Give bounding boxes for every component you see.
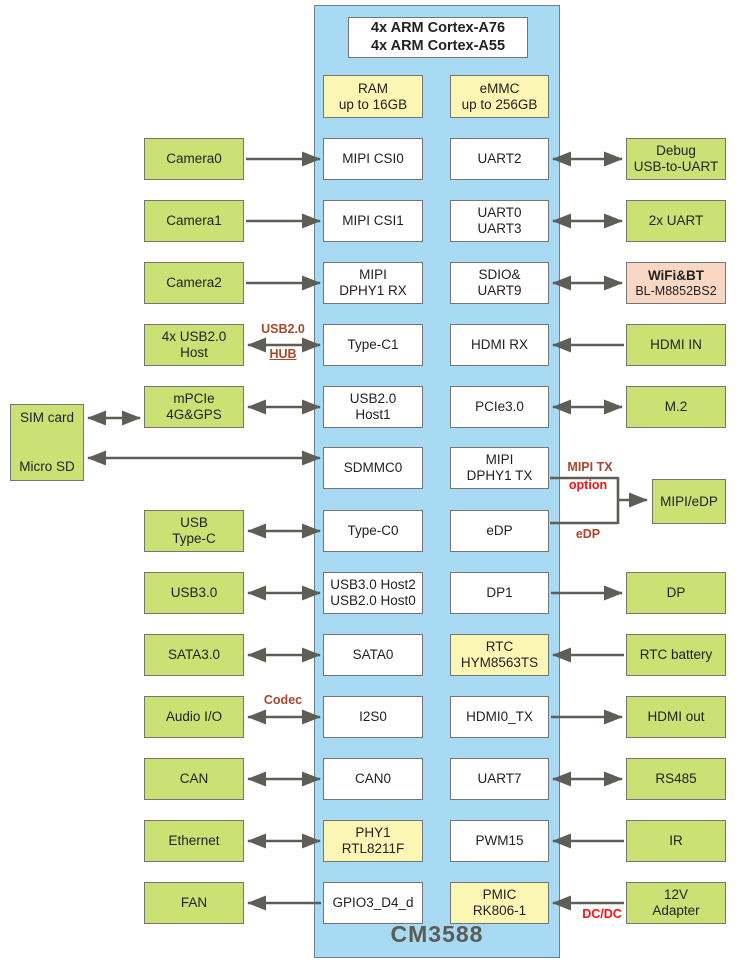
emmc-block: eMMC up to 256GB bbox=[450, 75, 549, 118]
block-mipi-edp: MIPI/eDP bbox=[652, 479, 726, 524]
block-pwm15: PWM15 bbox=[450, 820, 549, 862]
block-dp1: DP1 bbox=[450, 572, 549, 614]
block-uart7: UART7 bbox=[450, 758, 549, 800]
block-rs485: RS485 bbox=[626, 758, 726, 800]
block-hdmi-out: HDMI out bbox=[626, 696, 726, 738]
block-can0: CAN0 bbox=[323, 758, 423, 800]
block-pcie3: PCIe3.0 bbox=[450, 386, 549, 428]
usb2-hub-annotation-line1: USB2.0 bbox=[261, 322, 305, 336]
block-mipi-dphy1-tx: MIPI DPHY1 TX bbox=[450, 447, 549, 489]
block-i2s0: I2S0 bbox=[323, 696, 423, 738]
block-fan: FAN bbox=[144, 882, 244, 924]
block-type-c1: Type-C1 bbox=[323, 324, 423, 366]
block-hdmi0-tx: HDMI0_TX bbox=[450, 696, 549, 738]
micro-sd-label: Micro SD bbox=[19, 459, 75, 475]
block-type-c0: Type-C0 bbox=[323, 510, 423, 552]
option-annotation: option bbox=[568, 478, 608, 492]
block-usb3: USB3.0 bbox=[144, 572, 244, 614]
block-sdmmc0: SDMMC0 bbox=[323, 447, 423, 489]
block-mpcie: mPCIe 4G&GPS bbox=[144, 386, 244, 428]
block-debug-usb-to-uart: Debug USB-to-UART bbox=[626, 138, 726, 180]
block-mipi-csi0: MIPI CSI0 bbox=[323, 138, 423, 180]
edp-annotation: eDP bbox=[575, 527, 601, 541]
block-phy1-rtl8211f: PHY1 RTL8211F bbox=[323, 820, 423, 862]
block-sata0: SATA0 bbox=[323, 634, 423, 676]
usb2-hub-annotation-line2: HUB bbox=[269, 347, 297, 361]
wifi-bt-module-label: BL-M8852BS2 bbox=[635, 283, 717, 298]
block-hdmi-rx: HDMI RX bbox=[450, 324, 549, 366]
block-mipi-csi1: MIPI CSI1 bbox=[323, 200, 423, 242]
mipi-tx-annotation: MIPI TX bbox=[567, 460, 613, 474]
block-dp: DP bbox=[626, 572, 726, 614]
cpu-block: 4x ARM Cortex-A76 4x ARM Cortex-A55 bbox=[348, 17, 528, 58]
block-edp: eDP bbox=[450, 510, 549, 552]
block-can: CAN bbox=[144, 758, 244, 800]
block-ethernet: Ethernet bbox=[144, 820, 244, 862]
block-sdio-uart9: SDIO& UART9 bbox=[450, 262, 549, 304]
wifi-bt-label: WiFi&BT bbox=[647, 267, 705, 283]
block-12v-adapter: 12V Adapter bbox=[626, 882, 726, 924]
block-usb-type-c: USB Type-C bbox=[144, 510, 244, 552]
block-wifi-bt: WiFi&BT BL-M8852BS2 bbox=[626, 262, 726, 304]
block-mipi-dphy1-rx: MIPI DPHY1 RX bbox=[323, 262, 423, 304]
block-2x-uart: 2x UART bbox=[626, 200, 726, 242]
dcdc-annotation: DC/DC bbox=[582, 907, 622, 921]
block-hdmi-in: HDMI IN bbox=[626, 324, 726, 366]
block-uart0-uart3: UART0 UART3 bbox=[450, 200, 549, 242]
block-sata3: SATA3.0 bbox=[144, 634, 244, 676]
block-rtc-hym8563ts: RTC HYM8563TS bbox=[450, 634, 549, 676]
block-gpio3-d4-d: GPIO3_D4_d bbox=[323, 882, 423, 924]
block-pmic-rk806: PMIC RK806-1 bbox=[450, 882, 549, 924]
block-usb2-host: 4x USB2.0 Host bbox=[144, 324, 244, 366]
soc-title: CM3588 bbox=[390, 921, 484, 947]
block-rtc-battery: RTC battery bbox=[626, 634, 726, 676]
sim-card-label: SIM card bbox=[19, 410, 74, 425]
block-usb2-host1: USB2.0 Host1 bbox=[323, 386, 423, 428]
block-camera1: Camera1 bbox=[144, 200, 244, 242]
block-sim-microsd: SIM card Micro SD bbox=[10, 404, 84, 481]
block-m2: M.2 bbox=[626, 386, 726, 428]
block-camera0: Camera0 bbox=[144, 138, 244, 180]
codec-annotation: Codec bbox=[263, 693, 303, 707]
block-usb3-host2-usb2-host0: USB3.0 Host2 USB2.0 Host0 bbox=[323, 572, 423, 614]
block-camera2: Camera2 bbox=[144, 262, 244, 304]
ram-block: RAM up to 16GB bbox=[323, 75, 423, 118]
block-ir: IR bbox=[626, 820, 726, 862]
block-uart2: UART2 bbox=[450, 138, 549, 180]
block-audio-io: Audio I/O bbox=[144, 696, 244, 738]
